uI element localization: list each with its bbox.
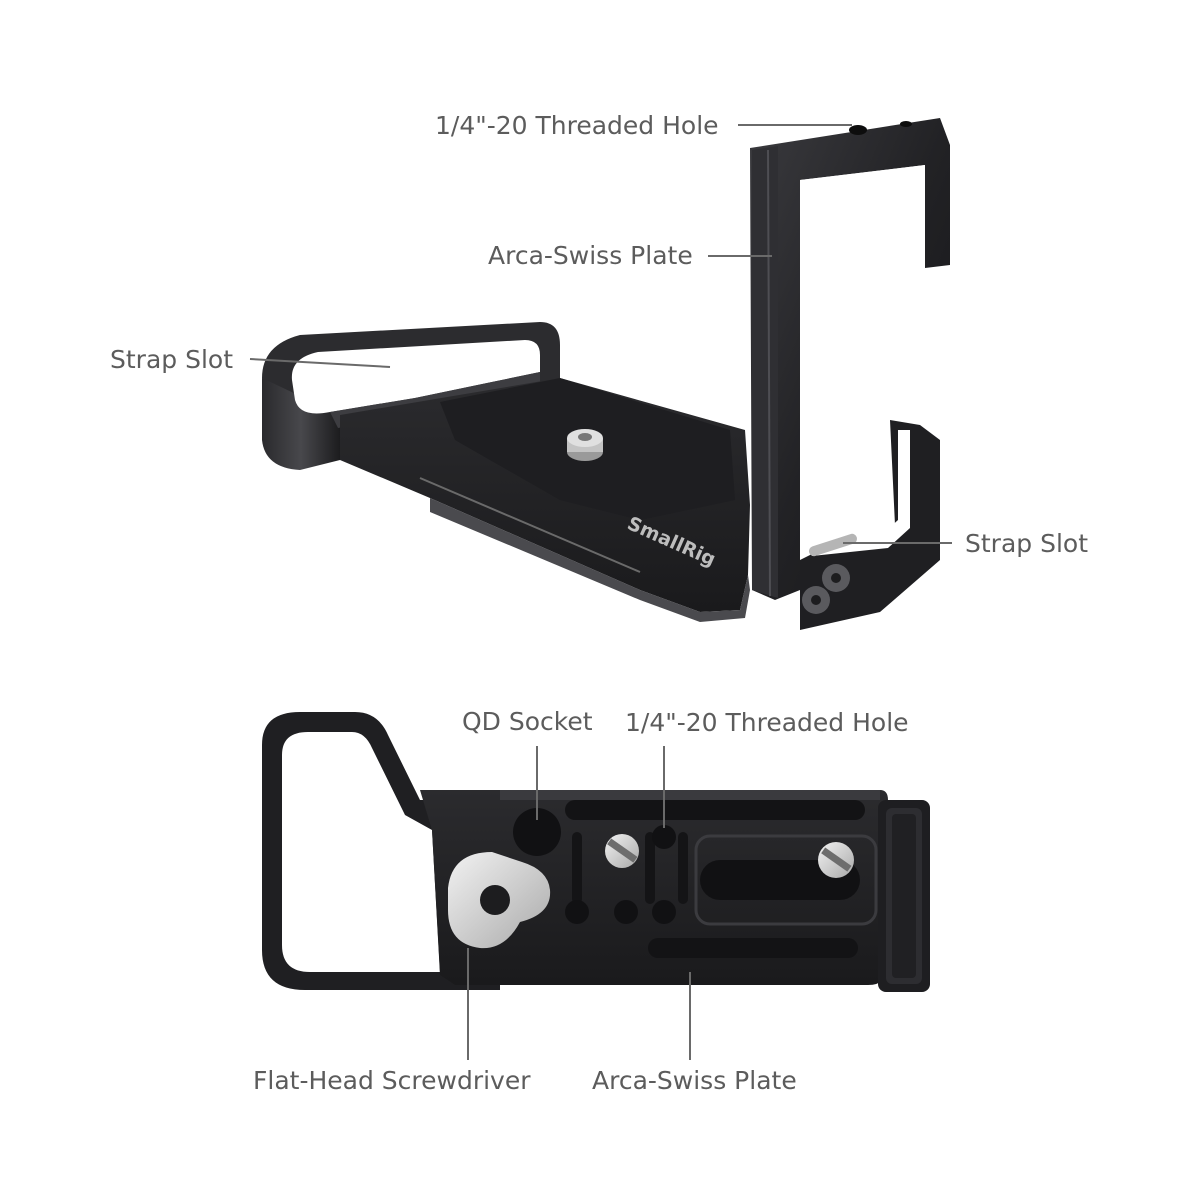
flat-head-screwdriver-icon [448,852,551,949]
label-strap-slot-left: Strap Slot [110,345,233,374]
arca-slot-top [565,800,865,820]
label-threaded-hole-bottom: 1/4"-20 Threaded Hole [625,708,909,737]
label-arca-plate-bottom: Arca-Swiss Plate [592,1066,797,1095]
vertical-arca-plate [750,118,950,630]
label-qd-socket: QD Socket [462,707,593,736]
camera-screw-icon [567,429,603,461]
threaded-hole-icon [652,825,676,849]
leader-strap-slot-left [249,358,391,368]
label-screwdriver: Flat-Head Screwdriver [253,1066,531,1095]
base-plate [340,378,750,622]
label-threaded-hole-top: 1/4"-20 Threaded Hole [435,111,719,140]
plate-screw-icon [605,834,639,868]
slot-screw-icon [818,842,854,878]
arca-slot-bottom [648,938,858,958]
bottom-plate-view [262,712,930,992]
strap-lug-block [878,800,930,992]
qd-socket-icon [513,808,561,856]
top-l-bracket: SmallRig [262,118,950,630]
label-arca-plate-top: Arca-Swiss Plate [488,241,693,270]
mount-slot [700,860,860,900]
label-strap-slot-right: Strap Slot [965,529,1088,558]
